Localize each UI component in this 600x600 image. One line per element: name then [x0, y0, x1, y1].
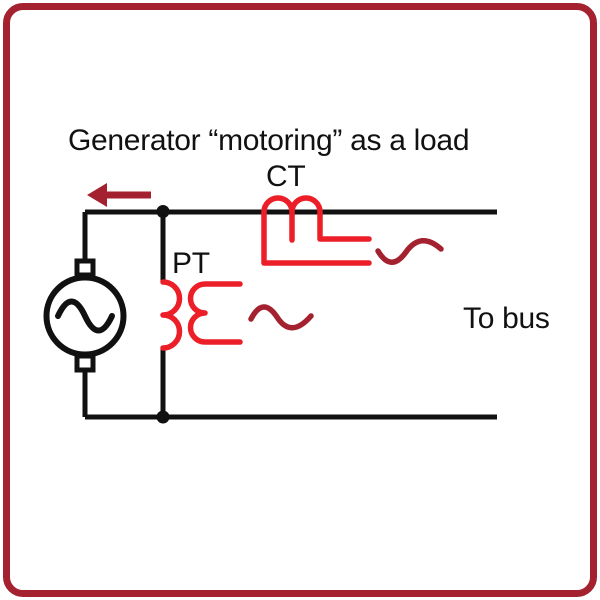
current-direction-arrow	[87, 183, 151, 207]
diagram-title: Generator “motoring” as a load	[68, 124, 470, 157]
ct-coil-icon	[261, 195, 372, 266]
generator-symbol	[43, 258, 127, 373]
to-bus-label: To bus	[463, 302, 550, 335]
pt-secondary-coil-icon	[187, 281, 243, 345]
pt-primary-coil-icon	[160, 279, 183, 351]
generator-top-terminal	[74, 258, 96, 278]
pt-sine-wave-icon	[248, 304, 314, 331]
bottom-junction-dot	[156, 410, 170, 424]
left-arrow-icon	[87, 183, 107, 207]
generator-sine-icon	[55, 298, 115, 334]
generator-bottom-terminal	[74, 353, 96, 373]
ct-label: CT	[266, 160, 306, 193]
pt-label: PT	[172, 247, 210, 280]
ct-sine-wave-icon	[375, 238, 444, 265]
top-junction-dot	[156, 205, 170, 218]
